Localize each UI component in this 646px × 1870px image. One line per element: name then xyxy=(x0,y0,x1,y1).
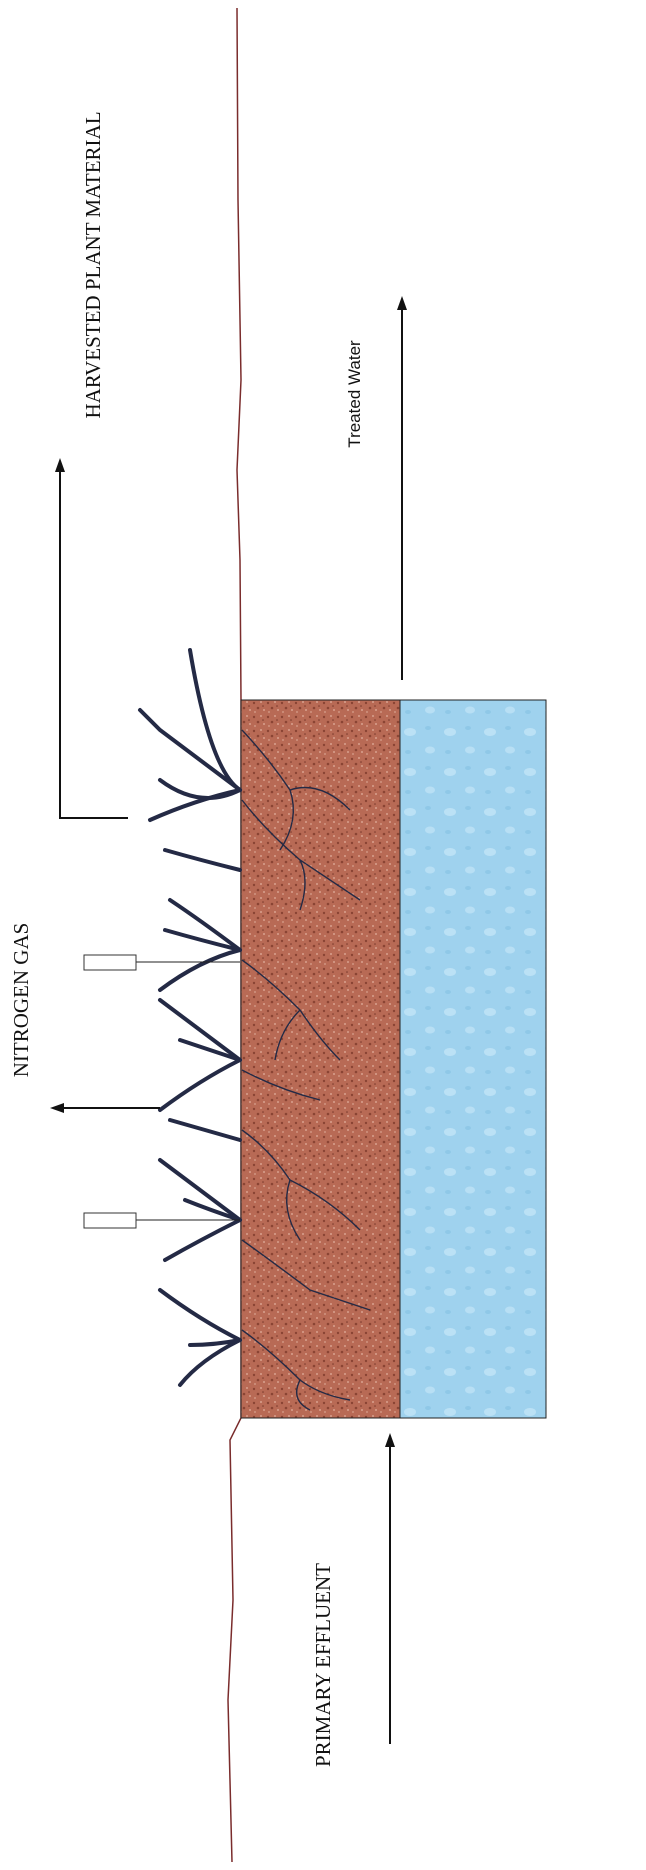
primary-effluent-label: PRIMARY EFFLUENT xyxy=(311,1563,335,1767)
harvested-label: HARVESTED PLANT MATERIAL xyxy=(81,111,105,418)
treated-water-label: Treated Water xyxy=(345,340,364,448)
soil-layer xyxy=(241,700,400,1418)
water-layer xyxy=(400,700,546,1418)
plants xyxy=(140,650,240,1385)
nitrogen-label: NITROGEN GAS xyxy=(9,923,33,1078)
treated-water-arrow xyxy=(397,296,407,680)
plant-tag-top xyxy=(84,955,136,970)
plant-tags xyxy=(84,955,240,1228)
primary-effluent-arrow xyxy=(385,1433,395,1744)
nitrogen-arrow xyxy=(50,1103,160,1113)
plant-tag-bottom xyxy=(84,1213,136,1228)
harvested-arrow xyxy=(55,458,128,818)
ground-line xyxy=(228,8,241,1862)
